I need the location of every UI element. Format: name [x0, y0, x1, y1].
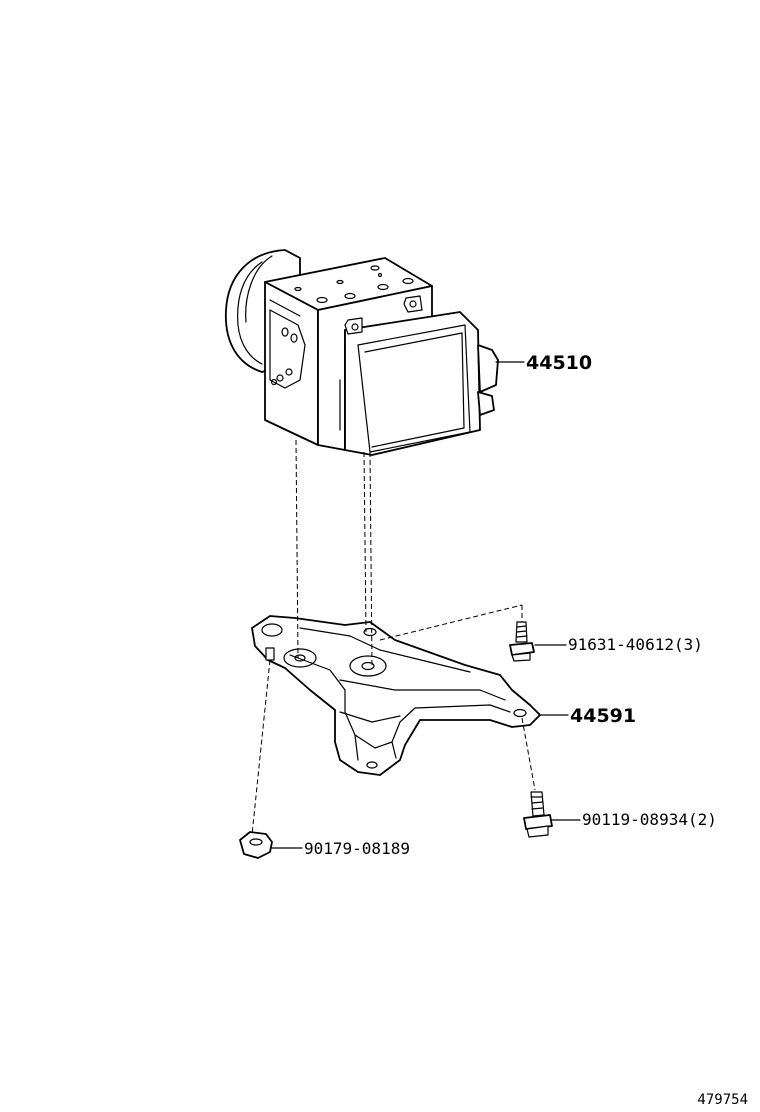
- part-label-bracket[interactable]: 44591: [570, 705, 636, 727]
- part-label-bolt-upper[interactable]: 91631-40612(3): [568, 635, 703, 654]
- leader-lines: [271, 361, 581, 849]
- part-number-bolt-upper: 91631-40612: [568, 635, 674, 654]
- part-label-bolt-lower[interactable]: 90119-08934(2): [582, 810, 717, 829]
- illustration-id: 479754: [697, 1092, 748, 1108]
- bolt-lower-illustration[interactable]: [523, 791, 553, 838]
- alignment-lines: [251, 439, 536, 836]
- nut-illustration[interactable]: [239, 831, 273, 859]
- part-qty-bolt-lower: (2): [688, 810, 717, 829]
- part-label-nut[interactable]: 90179-08189: [304, 839, 410, 858]
- part-qty-bolt-upper: (3): [674, 635, 703, 654]
- part-label-abs-actuator[interactable]: 44510: [526, 352, 592, 374]
- bracket-illustration[interactable]: [251, 615, 541, 776]
- part-number-bolt-lower: 90119-08934: [582, 810, 688, 829]
- bolt-upper-illustration[interactable]: [509, 621, 535, 662]
- abs-actuator-illustration[interactable]: [225, 249, 499, 456]
